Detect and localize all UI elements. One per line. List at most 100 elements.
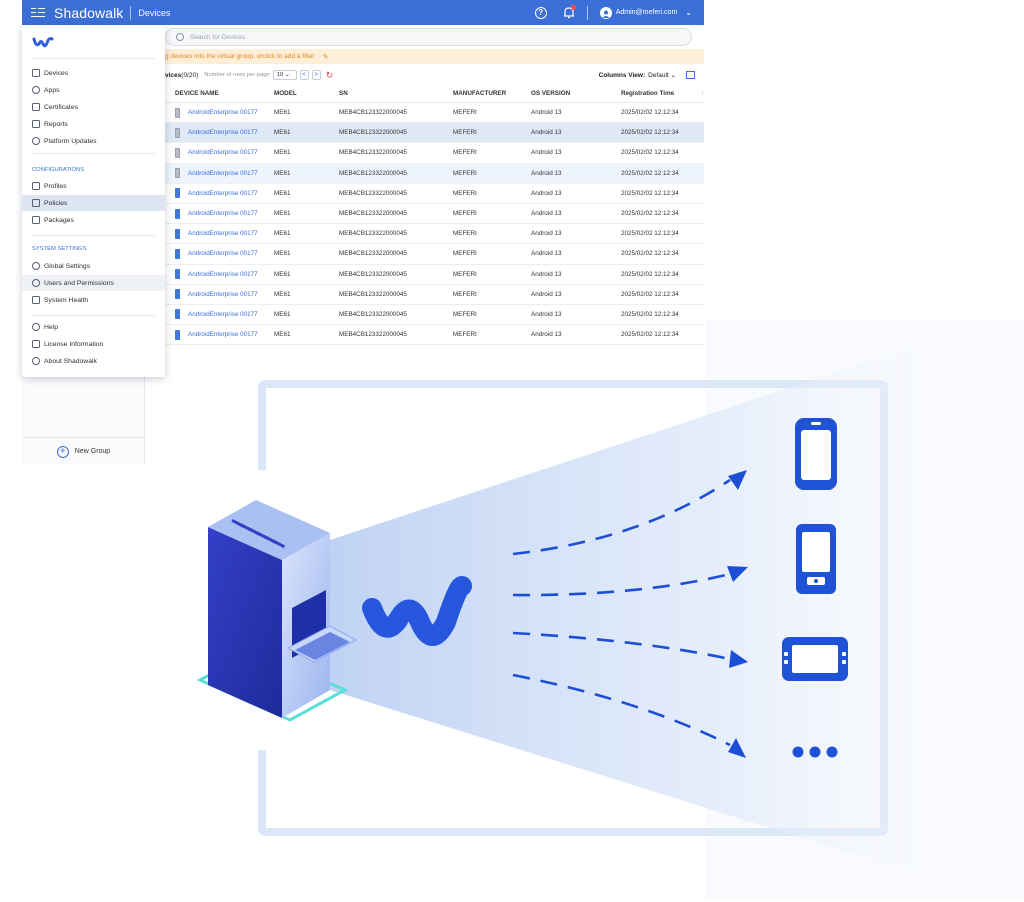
nav-item-packages[interactable]: Packages — [22, 212, 165, 228]
user-email[interactable]: Admin@meferi.com — [615, 9, 678, 16]
pencil-icon[interactable]: ✎ — [322, 53, 329, 61]
help-icon — [32, 323, 40, 331]
device-icon — [175, 147, 180, 158]
cell-sn: MEB4CB123322000045 — [339, 270, 407, 278]
device-name-link[interactable]: AndroidEnterprise 00177 — [188, 310, 258, 318]
cell-registration-time: 2025/02/02 12:12:34 — [621, 270, 679, 278]
col-registration-time[interactable]: Registration Time↑ — [621, 89, 704, 97]
nav-item-devices[interactable]: Devices — [22, 65, 165, 81]
cell-manufacturer: MEFERI — [453, 169, 477, 177]
chevron-down-icon[interactable]: ⌄ — [685, 8, 692, 17]
cell-sn: MEB4CB123322000045 — [339, 129, 407, 137]
cell-model: ME61 — [274, 310, 291, 318]
device-name-link[interactable]: AndroidEnterprise 00177 — [188, 290, 258, 298]
table-row[interactable]: AndroidEnterprise 00177 ME61 MEB4CB1233220… — [165, 265, 704, 285]
cell-os: Android 13 — [531, 129, 562, 137]
cell-registration-time: 2025/02/02 12:12:34 — [621, 331, 679, 339]
bell-icon[interactable] — [563, 5, 576, 19]
device-name-link[interactable]: AndroidEnterprise 00177 — [188, 210, 258, 218]
col-os-version[interactable]: OS VERSION — [531, 89, 571, 97]
col-model[interactable]: MODEL — [274, 89, 297, 97]
nav-item-users-and-permissions[interactable]: Users and Permissions — [22, 275, 165, 291]
cell-manufacturer: MEFERI — [453, 250, 477, 258]
device-name-link[interactable]: AndroidEnterprise 00177 — [188, 230, 258, 238]
arrow-head-1 — [728, 470, 747, 490]
nav-item-about-shadowalk[interactable]: About Shadowalk — [22, 353, 165, 369]
device-icon — [175, 309, 180, 320]
cell-model: ME61 — [274, 230, 291, 238]
more-icon — [792, 746, 838, 758]
gear-icon — [32, 262, 40, 270]
cell-registration-time: 2025/02/02 12:12:34 — [621, 210, 679, 218]
search-input[interactable] — [190, 33, 490, 41]
device-name-link[interactable]: AndroidEnterprise 00177 — [188, 189, 258, 197]
nav-item-reports[interactable]: Reports — [22, 116, 165, 132]
cell-model: ME61 — [274, 250, 291, 258]
cell-registration-time: 2025/02/02 12:12:34 — [621, 109, 679, 117]
next-page-button[interactable]: > — [311, 70, 321, 80]
rows-per-page-select[interactable]: 10 ⌄ — [272, 70, 297, 80]
cell-manufacturer: MEFERI — [453, 310, 477, 318]
col-sn[interactable]: SN — [339, 89, 348, 97]
device-icon — [175, 107, 180, 118]
app-logo — [32, 35, 54, 54]
cell-manufacturer: MEFERI — [453, 290, 477, 298]
nav-item-platform-updates[interactable]: Platform Updates — [22, 133, 165, 149]
col-manufacturer[interactable]: MANUFACTURER — [453, 89, 507, 97]
prev-page-button[interactable]: < — [299, 70, 309, 80]
cell-manufacturer: MEFERI — [453, 129, 477, 137]
users-icon — [32, 279, 40, 287]
cell-model: ME61 — [274, 270, 291, 278]
cell-registration-time: 2025/02/02 12:12:34 — [621, 129, 679, 137]
nav-item-global-settings[interactable]: Global Settings — [22, 258, 165, 274]
device-name-link[interactable]: AndroidEnterprise 00177 — [188, 169, 258, 177]
breadcrumb: Devices — [138, 7, 171, 18]
apps-icon — [32, 86, 40, 94]
nav-item-system-health[interactable]: System Health — [22, 292, 165, 308]
cell-manufacturer: MEFERI — [453, 331, 477, 339]
nav-item-profiles[interactable]: Profiles — [22, 178, 165, 194]
rugged-phone-icon — [796, 524, 836, 594]
device-count: vices(0/20) — [165, 71, 199, 79]
search-bar[interactable] — [165, 28, 692, 46]
cell-sn: MEB4CB123322000045 — [339, 189, 407, 197]
device-name-link[interactable]: AndroidEnterprise 00177 — [188, 149, 258, 157]
device-icon — [175, 168, 180, 179]
avatar[interactable] — [599, 6, 612, 19]
cell-os: Android 13 — [531, 310, 562, 318]
nav-item-license-information[interactable]: License Information — [22, 336, 165, 352]
help-icon[interactable]: ? — [534, 6, 547, 19]
nav-item-apps[interactable]: Apps — [22, 82, 165, 98]
filter-hint[interactable]: g devices into the virtual group, orclic… — [165, 49, 704, 64]
columns-view[interactable]: Columns View:Default ⌄ — [598, 72, 676, 79]
nav-item-certificates[interactable]: Certificates — [22, 99, 165, 115]
device-name-link[interactable]: AndroidEnterprise 00177 — [188, 129, 258, 137]
nav-item-help[interactable]: Help — [22, 319, 165, 335]
sync-arrows — [512, 478, 731, 747]
refresh-icon[interactable]: ↻ — [325, 69, 334, 80]
device-name-link[interactable]: AndroidEnterprise 00177 — [188, 109, 258, 117]
device-name-link[interactable]: AndroidEnterprise 00177 — [188, 331, 258, 339]
nav-item-policies[interactable]: Policies — [22, 195, 165, 211]
certificate-icon — [32, 103, 40, 111]
arrow-head-2 — [727, 566, 748, 582]
cell-registration-time: 2025/02/02 12:12:34 — [621, 310, 679, 318]
new-group-button[interactable]: + New Group — [22, 437, 145, 465]
device-name-link[interactable]: AndroidEnterprise 00177 — [188, 250, 258, 258]
columns-settings-icon[interactable] — [686, 71, 695, 79]
col-device-name[interactable]: DEVICE NAME — [175, 89, 219, 97]
device-name-link[interactable]: AndroidEnterprise 00177 — [188, 270, 258, 278]
menu-icon[interactable] — [31, 7, 45, 19]
